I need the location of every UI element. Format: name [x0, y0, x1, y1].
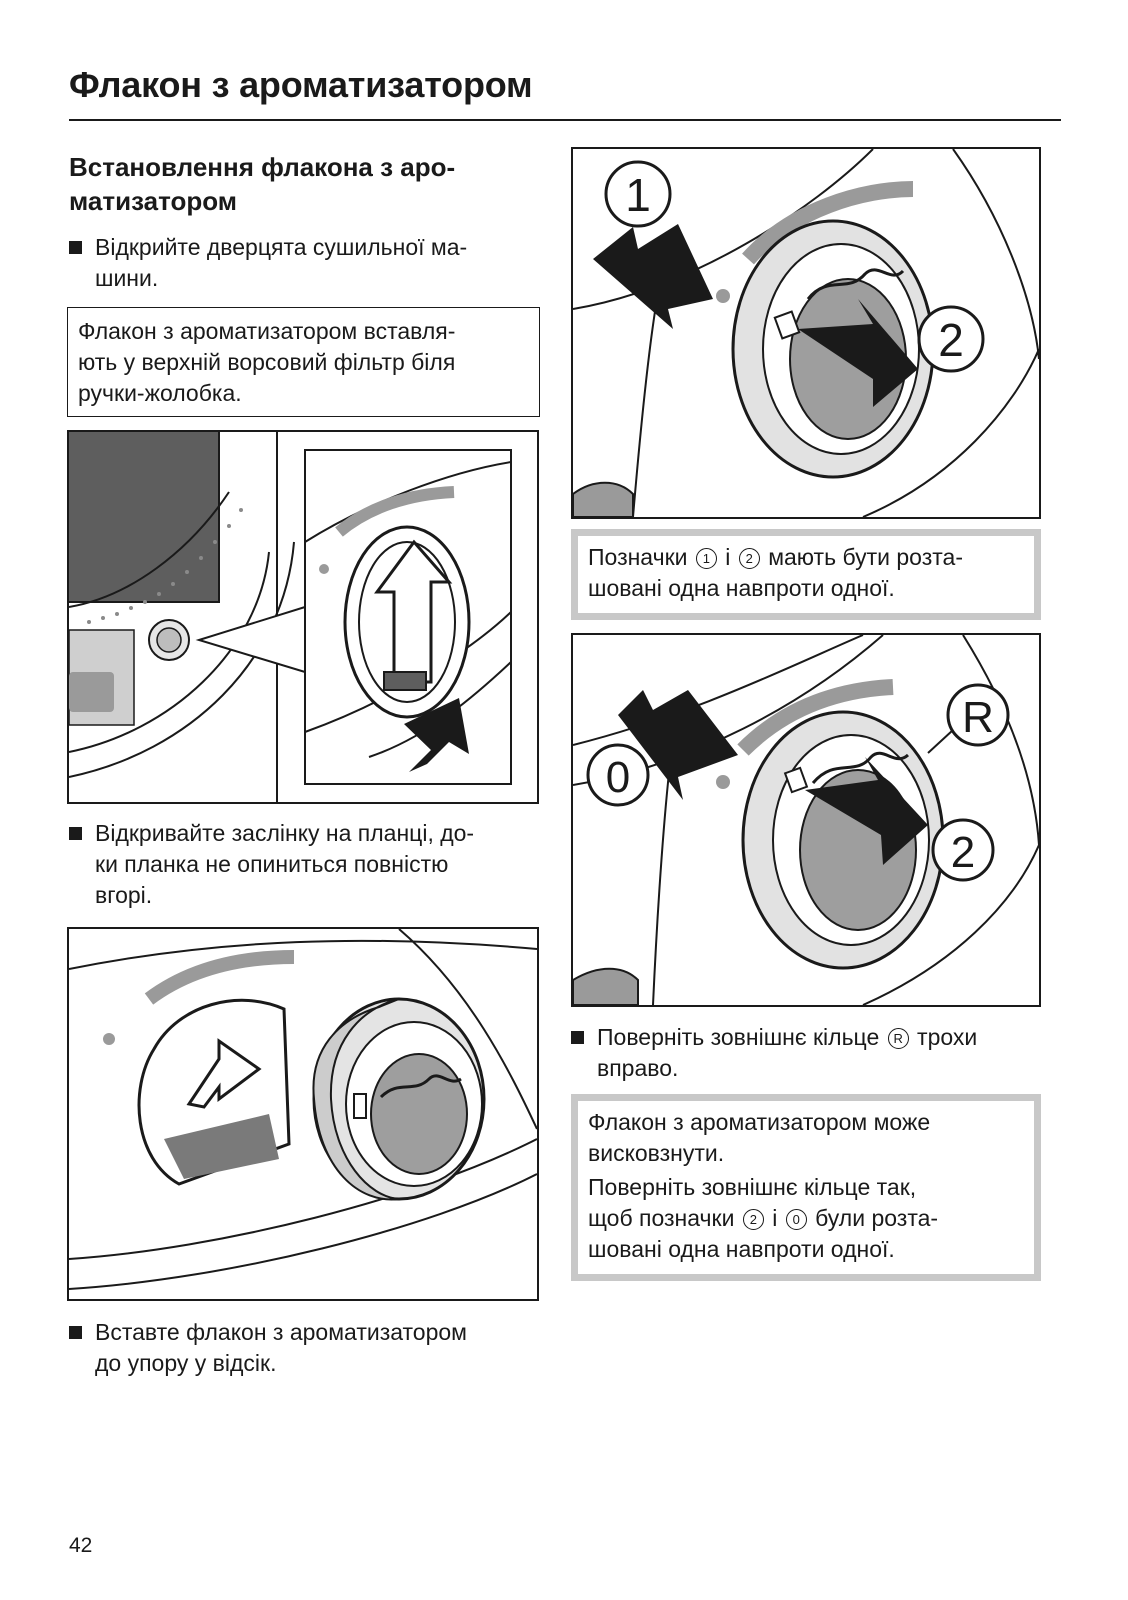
- note-slip-line2: висковзнути.: [588, 1140, 725, 1166]
- mark-2b-label: 2: [951, 828, 975, 877]
- bullet-square-icon: [69, 827, 82, 840]
- arrow-icon: [593, 224, 713, 329]
- mark-0-label: 0: [606, 753, 630, 802]
- figure-door-filter: [67, 430, 539, 804]
- section-heading-line2: матизатором: [69, 186, 238, 216]
- arrow-icon: [618, 690, 738, 800]
- page-title: Флакон з ароматизатором: [69, 64, 533, 105]
- step-open-door-line1: Відкрийте дверцята сушильної ма-: [95, 234, 468, 260]
- step-rotate-ring: Поверніть зовнішнє кільце R трохи вправо…: [571, 1022, 1077, 1084]
- step-rotate-ring-line2: вправо.: [597, 1055, 679, 1081]
- step-insert-bottle: Вставте флакон з ароматизатором до упору…: [69, 1317, 565, 1379]
- section-heading: Встановлення флакона з аро- матизатором: [69, 150, 549, 218]
- figure-align-marks: 1 2: [571, 147, 1041, 519]
- arrow-icon: [805, 757, 928, 865]
- info-line1: Флакон з ароматизатором вставля-: [78, 318, 456, 344]
- circled-0-icon: 0: [785, 1209, 807, 1230]
- bullet-square-icon: [571, 1031, 584, 1044]
- note-bottle-slip: Флакон з ароматизатором може висковзнути…: [571, 1094, 1041, 1281]
- step-open-flap-line3: вгорі.: [95, 882, 153, 908]
- step-open-door: Відкрийте дверцята сушильної ма- шини.: [69, 232, 565, 294]
- note-slip-line1: Флакон з ароматизатором може: [588, 1109, 931, 1135]
- bullet-square-icon: [69, 241, 82, 254]
- step-rotate-ring-line1: Поверніть зовнішнє кільце R трохи: [597, 1024, 978, 1050]
- mark-1-label: 1: [625, 169, 651, 221]
- align-marks-illustration: 1 2: [573, 149, 1039, 517]
- info-line2: ють у верхній ворсовий фільтр біля: [78, 349, 456, 375]
- arrow-icon: [798, 299, 918, 407]
- figure-rotate-ring: R 0 2: [571, 633, 1041, 1007]
- step-open-door-line2: шини.: [95, 265, 159, 291]
- note-slip-line4: щоб позначки 2 і 0 були розта-: [588, 1205, 939, 1231]
- insert-bottle-illustration: [69, 929, 537, 1290]
- info-box-insert-location: Флакон з ароматизатором вставля- ють у в…: [67, 307, 540, 417]
- step-open-flap: Відкривайте заслінку на планці, до- ки п…: [69, 818, 565, 911]
- page-number: 42: [69, 1534, 93, 1557]
- rotate-ring-illustration: R 0 2: [573, 635, 1039, 1005]
- title-divider: [69, 119, 1061, 121]
- mark-2-label: 2: [938, 314, 964, 366]
- step-open-flap-line2: ки планка не опиниться повністю: [95, 851, 449, 877]
- circled-2-icon: 2: [742, 1209, 764, 1230]
- note-marks-line2: шовані одна навпроти одної.: [588, 575, 895, 601]
- step-insert-bottle-line1: Вставте флакон з ароматизатором: [95, 1319, 467, 1345]
- step-open-flap-line1: Відкривайте заслінку на планці, до-: [95, 820, 475, 846]
- door-filter-illustration: [69, 432, 512, 802]
- circled-r-icon: R: [887, 1028, 909, 1049]
- bullet-square-icon: [69, 1326, 82, 1339]
- figure-insert-bottle: [67, 927, 539, 1301]
- note-slip-line5: шовані одна навпроти одної.: [588, 1236, 895, 1262]
- circled-2-icon: 2: [738, 548, 760, 569]
- step-insert-bottle-line2: до упору у відсік.: [95, 1350, 277, 1376]
- info-line3: ручки-жолобка.: [78, 380, 242, 406]
- note-slip-line3: Поверніть зовнішнє кільце так,: [588, 1174, 917, 1200]
- circled-1-icon: 1: [695, 548, 717, 569]
- note-marks-line1: Позначки 1 і 2 мають бути розта-: [588, 544, 963, 570]
- section-heading-line1: Встановлення флакона з аро-: [69, 152, 456, 182]
- mark-r-label: R: [962, 693, 994, 742]
- note-marks-opposite: Позначки 1 і 2 мають бути розта- шовані …: [571, 529, 1041, 620]
